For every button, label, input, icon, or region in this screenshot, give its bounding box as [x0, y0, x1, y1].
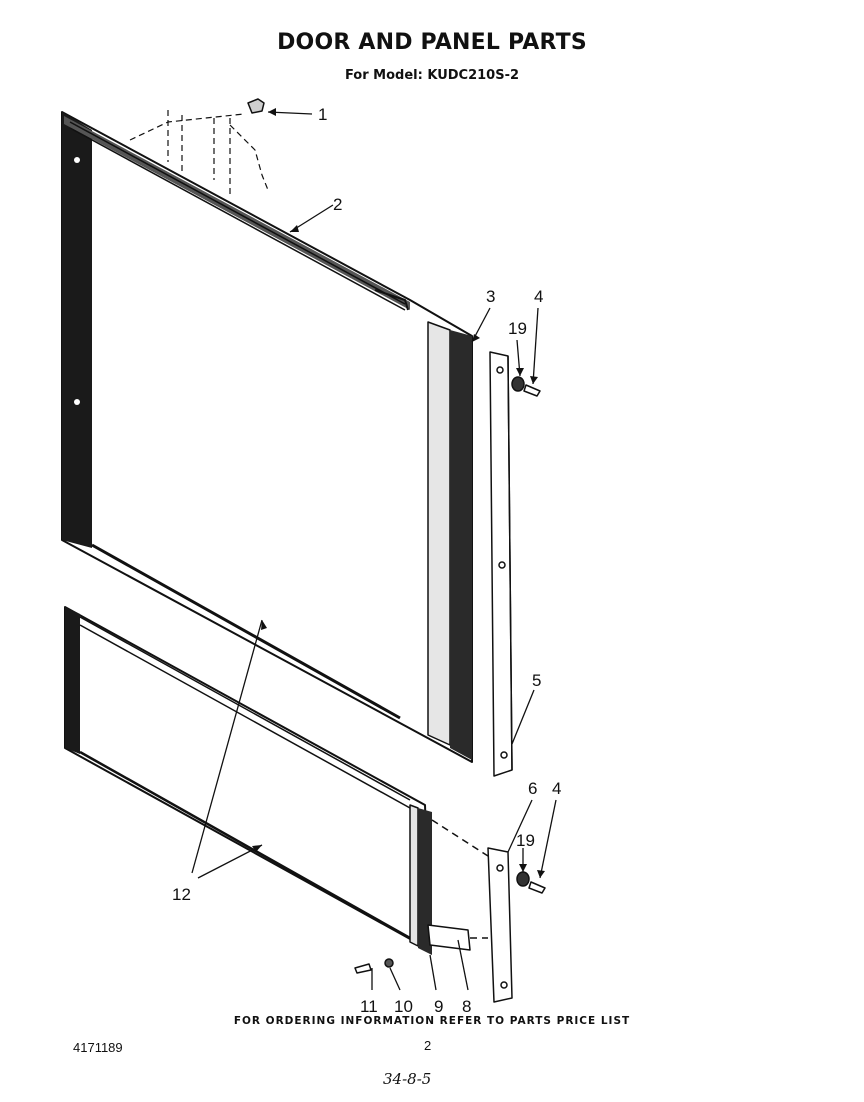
- retaining-clip: [247, 98, 265, 114]
- handwritten-note: 34-8-5: [383, 1070, 432, 1088]
- model-subtitle: For Model: KUDC210S-2: [344, 68, 520, 83]
- callout-1: 1: [318, 105, 327, 124]
- lower-side-trim: [487, 847, 513, 1003]
- page-number: 2: [424, 1038, 432, 1053]
- callout-9: 9: [434, 997, 443, 1016]
- callout-labels: 1 2 3 4 19 5 6 4 19 12 11 10 9 8: [172, 105, 561, 1016]
- bottom-screw-assembly: [354, 958, 394, 974]
- callout-2: 2: [333, 195, 342, 214]
- upper-screw-assembly: [511, 376, 541, 397]
- lower-panel: [64, 606, 471, 955]
- arrowheads: [252, 108, 545, 878]
- callout-11: 11: [360, 997, 378, 1016]
- callout-19-upper: 19: [508, 319, 527, 338]
- callout-8: 8: [462, 997, 471, 1016]
- upper-side-trim: [489, 351, 513, 777]
- upper-door-panel: [61, 111, 473, 763]
- document-number: 4171189: [73, 1040, 123, 1055]
- callout-10: 10: [394, 997, 413, 1016]
- callout-12: 12: [172, 885, 191, 904]
- clip-guide-lines: [129, 110, 269, 195]
- callout-6: 6: [528, 779, 537, 798]
- callout-19-lower: 19: [516, 831, 535, 850]
- callout-3: 3: [486, 287, 495, 306]
- ordering-info-note: FOR ORDERING INFORMATION REFER TO PARTS …: [233, 1015, 631, 1027]
- callout-4-lower: 4: [552, 779, 561, 798]
- page-title: DOOR AND PANEL PARTS: [277, 30, 587, 55]
- callout-5: 5: [532, 671, 541, 690]
- callout-4-upper: 4: [534, 287, 543, 306]
